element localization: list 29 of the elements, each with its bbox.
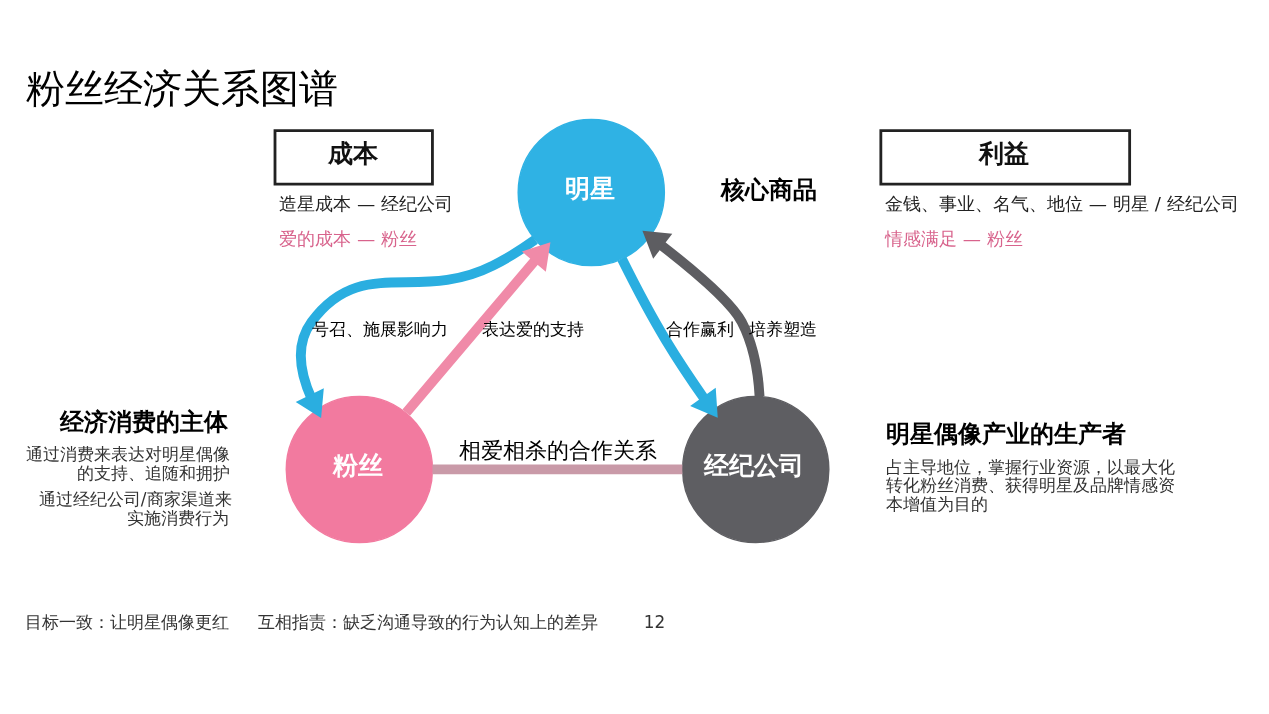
node-label: 核心商品 xyxy=(720,175,817,204)
connector xyxy=(432,464,683,475)
node-label: 明星偶像产业的生产者 xyxy=(886,420,1127,449)
label: 目标一致：让明星偶像更红 xyxy=(25,612,230,633)
node-label: 占主导地位，掌握行业资源，以最大化转化粉丝消费、获得明星及品牌情感资本增值为目的 xyxy=(886,457,1176,514)
edge-label: 相爱相杀的合作关系 xyxy=(458,437,657,463)
node-label: 造星成本 — 经纪公司 xyxy=(279,192,454,214)
node-label: 通过经纪公司/商家渠道来实施消费行为 xyxy=(38,489,232,528)
node-box: 成本 xyxy=(273,129,434,186)
node-label: 金钱、事业、名气、地位 — 明星 / 经纪公司 xyxy=(885,192,1239,214)
node-label: 通过消费来表达对明星偶像的支持、追随和拥护 xyxy=(26,444,231,483)
edge-label: 表达爱的支持 xyxy=(481,319,584,340)
arrow xyxy=(402,242,551,416)
edge-label: 合作赢利 xyxy=(666,319,735,340)
node-label: 情感满足 — 粉丝 xyxy=(885,228,1023,250)
label: 12 xyxy=(643,612,666,633)
arrow xyxy=(295,235,538,419)
node-circle: 粉丝 xyxy=(285,395,434,544)
node-box: 利益 xyxy=(879,129,1132,186)
arrow xyxy=(617,256,718,418)
diagram-title: 粉丝经济关系图谱 xyxy=(26,64,339,111)
edge-label: 号召、施展影响力 xyxy=(311,319,448,340)
node-label: 经济消费的主体 xyxy=(59,407,228,436)
node-label: 爱的成本 — 粉丝 xyxy=(279,228,418,250)
edge-label: 培养塑造 xyxy=(749,319,818,340)
node-circle: 明星 xyxy=(517,118,666,267)
node-circle: 经纪公司 xyxy=(681,395,830,544)
label: 互相指责：缺乏沟通导致的行为认知上的差异 xyxy=(258,612,599,633)
arrow xyxy=(642,230,765,397)
